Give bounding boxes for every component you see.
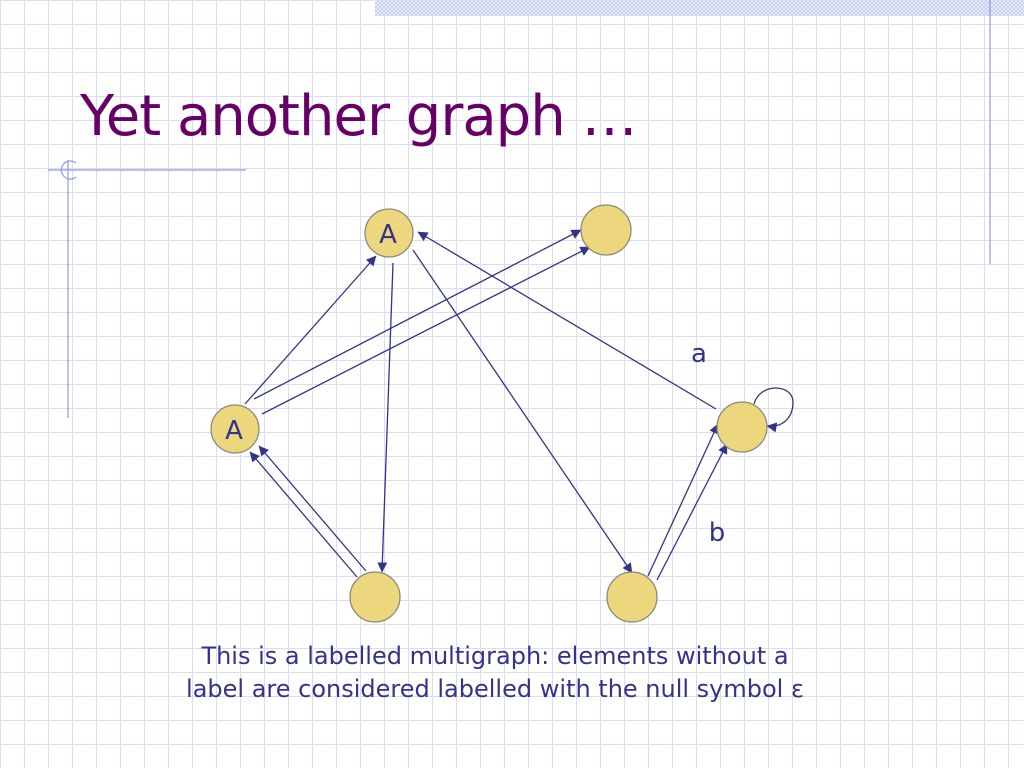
node-label-mid-left: A <box>225 416 243 446</box>
graph-nodes <box>210 204 768 623</box>
edge-bottomleft-to-midleft-1 <box>249 451 358 578</box>
node-bottom-right <box>606 571 658 623</box>
edge-midleft-to-topright-1 <box>253 229 582 400</box>
graph-edges <box>244 229 794 581</box>
slide-caption: This is a labelled multigraph: elements … <box>186 642 804 703</box>
edge-midright-self-loop <box>753 387 794 433</box>
edge-midleft-to-topright-2 <box>261 246 591 415</box>
edge-bottomright-to-midright-2 <box>656 443 728 581</box>
node-top-right <box>580 204 632 256</box>
slide-title: Yet another graph … <box>80 84 638 149</box>
node-label-top-left: A <box>379 220 397 250</box>
edge-midright-to-topleft <box>417 231 717 410</box>
edge-bottomleft-to-midleft-2 <box>258 445 367 572</box>
edge-bottomright-to-midright-1 <box>647 423 719 577</box>
edge-label-b: b <box>709 518 726 548</box>
top-pattern-band <box>375 0 1024 16</box>
corner-swirl <box>60 160 77 180</box>
node-bottom-left <box>349 571 401 623</box>
edge-midleft-to-topleft <box>244 255 377 405</box>
node-mid-left <box>210 404 260 454</box>
node-top-left <box>364 208 414 258</box>
node-mid-right <box>716 401 768 453</box>
edge-topleft-to-bottomright <box>412 249 633 574</box>
edge-label-a: a <box>691 339 707 369</box>
edge-topleft-to-bottomleft <box>377 262 394 573</box>
